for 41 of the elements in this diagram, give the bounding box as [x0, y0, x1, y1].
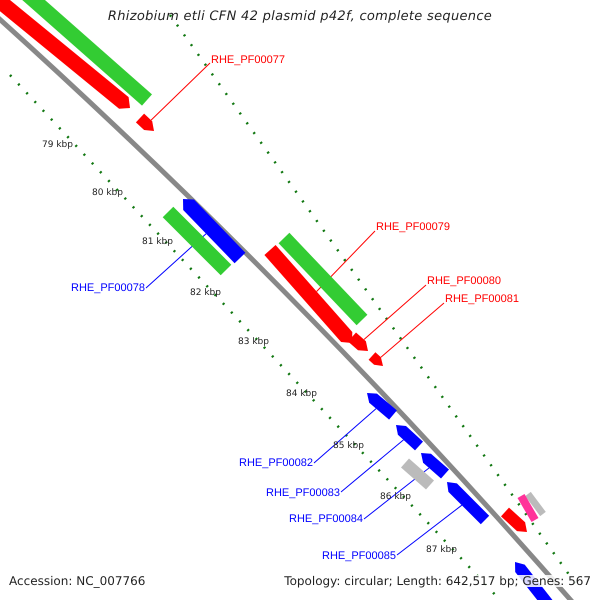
leader-line — [396, 504, 462, 556]
tick-label: 81 kbp — [142, 238, 173, 247]
gene-label: RHE_PF00085 — [322, 551, 396, 562]
gene-feature — [368, 352, 383, 366]
tick-label: 86 kbp — [380, 493, 411, 502]
gene-feature — [401, 458, 434, 490]
tick-label: 82 kbp — [190, 289, 221, 298]
gene-label: RHE_PF00078 — [71, 283, 145, 294]
gene-label: RHE_PF00080 — [427, 276, 501, 287]
gene-feature — [518, 494, 538, 522]
leader-line — [380, 302, 444, 358]
tick-label: 85 kbp — [333, 442, 364, 451]
gene-feature — [136, 114, 154, 131]
gene-feature — [278, 232, 368, 326]
leader-line — [314, 408, 377, 464]
gene-feature — [348, 332, 368, 351]
tick-label: 80 kbp — [92, 189, 123, 198]
accession-text: Accession: NC_007766 — [9, 575, 146, 587]
gene-feature — [396, 425, 423, 450]
topology-text: Topology: circular; Length: 642,517 bp; Genes: 567 — [284, 575, 591, 587]
gene-feature — [501, 508, 527, 532]
gene-feature — [367, 393, 397, 420]
gene-feature — [421, 453, 449, 478]
leader-line — [150, 62, 210, 121]
gene-label: RHE_PF00082 — [239, 458, 313, 469]
tick-label: 79 kbp — [42, 141, 73, 150]
gene-feature — [183, 199, 246, 264]
tick-label: 87 kbp — [426, 546, 457, 555]
gene-feature — [525, 492, 546, 516]
leader-line — [364, 284, 426, 340]
gene-label: RHE_PF00083 — [266, 488, 340, 499]
leader-line — [364, 468, 430, 520]
gene-label: RHE_PF00077 — [211, 55, 285, 66]
gene-label: RHE_PF00081 — [445, 294, 519, 305]
gene-label: RHE_PF00084 — [289, 514, 363, 525]
title: Rhizobium etli CFN 42 plasmid p42f, complete sequence — [106, 10, 494, 23]
leader-line — [340, 439, 404, 492]
tick-label: 83 kbp — [238, 338, 269, 347]
gene-label: RHE_PF00079 — [376, 222, 450, 233]
gene-feature — [447, 482, 490, 524]
tick-label: 84 kbp — [286, 390, 317, 399]
